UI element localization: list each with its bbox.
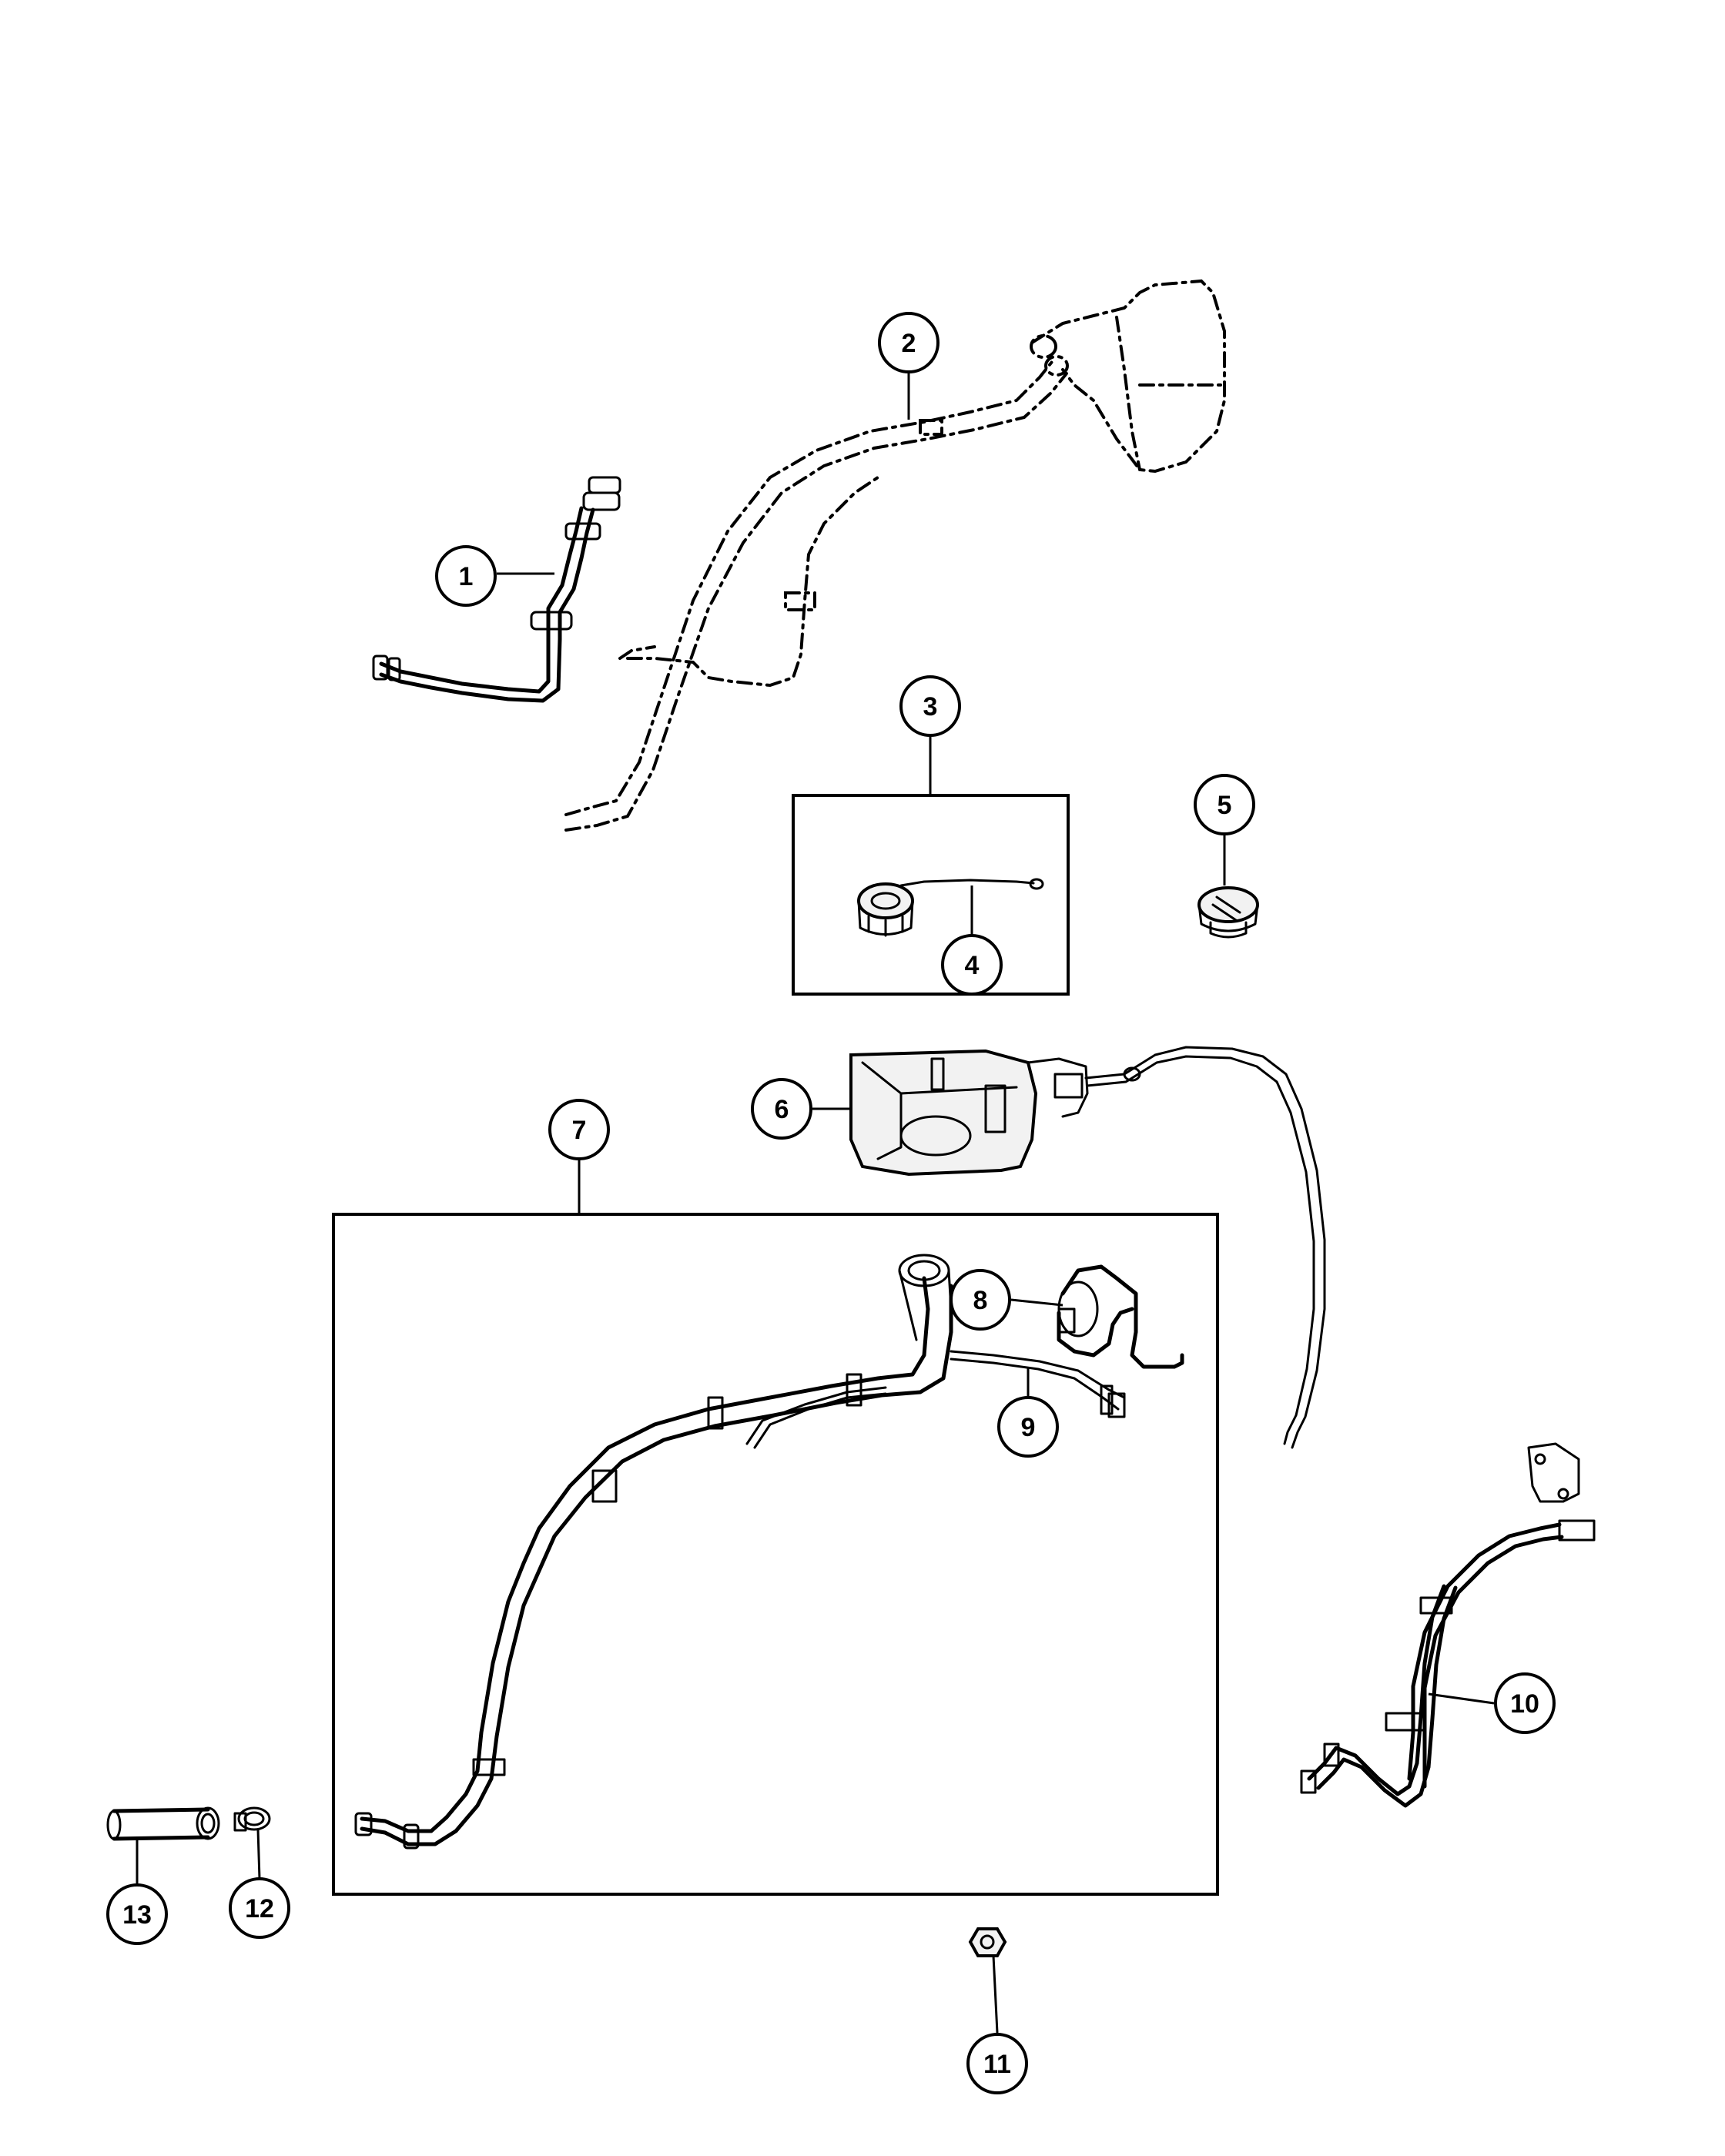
- leader-8: [1010, 1298, 1063, 1307]
- callout-8-label: 8: [973, 1286, 988, 1315]
- callout-5: 5: [1194, 774, 1255, 835]
- callout-5-label: 5: [1218, 791, 1232, 820]
- callout-1-label: 1: [459, 562, 474, 591]
- leader-lines: [136, 371, 1495, 2034]
- part-11-nut: [968, 1927, 1007, 1957]
- callout-9-label: 9: [1021, 1413, 1036, 1442]
- part-4-cap-tether: [899, 878, 1044, 890]
- callout-4: 4: [941, 934, 1003, 996]
- callout-2: 2: [878, 312, 940, 373]
- callout-10: 10: [1494, 1672, 1556, 1734]
- callout-8: 8: [950, 1269, 1011, 1331]
- callout-11-label: 11: [983, 2050, 1011, 2079]
- part-3-box: [792, 794, 1070, 996]
- part-6-filler-housing: [849, 1046, 1326, 1449]
- leader-12: [256, 1829, 261, 1880]
- callout-2-label: 2: [902, 329, 916, 358]
- part-10-vent-tube: [1300, 1442, 1596, 1808]
- part-9-vent-line: [950, 1350, 1126, 1418]
- part-3-fuel-cap: [857, 882, 914, 937]
- part-8-hose: [1057, 1264, 1184, 1369]
- callout-11: 11: [966, 2033, 1028, 2094]
- leader-10: [1428, 1692, 1495, 1705]
- callout-13-label: 13: [122, 1900, 152, 1930]
- callout-13: 13: [106, 1883, 168, 1945]
- part-1-vent-tube: [372, 476, 621, 703]
- part-5-fuel-cap: [1197, 886, 1259, 939]
- callout-4-label: 4: [965, 951, 980, 980]
- leader-11: [992, 1955, 999, 2034]
- callout-7: 7: [548, 1099, 610, 1160]
- callout-12: 12: [229, 1877, 290, 1939]
- part-12-clamp: [233, 1806, 271, 1832]
- part-7-filler-tube-assembly: [354, 1254, 953, 1850]
- callout-3: 3: [899, 675, 961, 737]
- callout-7-label: 7: [572, 1116, 587, 1145]
- callout-6-label: 6: [775, 1095, 789, 1124]
- part-7-box: [332, 1213, 1219, 1896]
- callout-3-label: 3: [923, 692, 938, 721]
- callout-1: 1: [435, 545, 497, 607]
- part-2-filler-tube: [564, 279, 1226, 832]
- callout-6: 6: [751, 1078, 812, 1140]
- callout-9: 9: [997, 1396, 1059, 1458]
- part-13-hose: [106, 1806, 220, 1841]
- callout-12-label: 12: [245, 1894, 274, 1923]
- callout-10-label: 10: [1510, 1689, 1539, 1719]
